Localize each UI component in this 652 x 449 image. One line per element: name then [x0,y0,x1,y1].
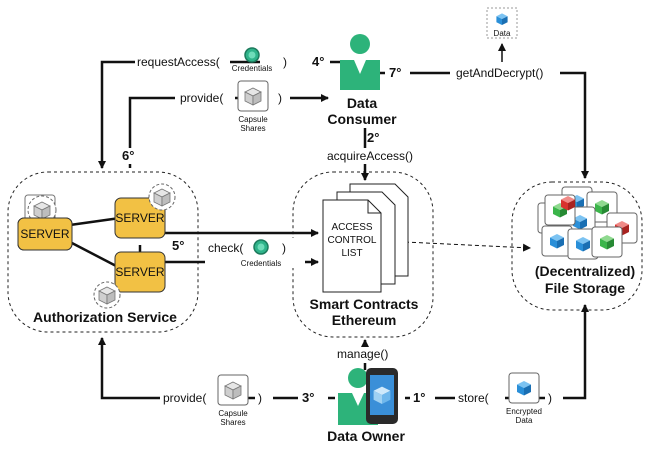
encrypted-data-label: Data [516,416,533,425]
storage-cubes [537,186,638,260]
step-1: 1° [413,390,425,405]
acl-line1: ACCESS [331,222,372,233]
server-bottom-label: SERVER [115,265,164,279]
check-close: ) [282,241,286,255]
data-consumer-label2: Consumer [327,111,397,127]
ethereum-label: Ethereum [332,312,397,328]
step-7: 7° [389,65,401,80]
get-and-decrypt-line [380,71,589,179]
step-3: 3° [302,390,314,405]
step-5: 5° [172,238,184,253]
server-left-label-front: SERVER [20,227,69,241]
file-storage-label1: (Decentralized) [535,263,635,279]
server-top-label: SERVER [115,211,164,225]
file-storage-label2: File Storage [545,280,625,296]
acl-line2: CONTROL [328,235,377,246]
data-icon-label: Data [494,29,511,38]
provide-top-close: ) [278,91,282,105]
credentials-label-top: Credentials [232,64,272,73]
encrypted-data-icon [508,372,540,404]
provide-bottom-label: provide( [163,391,206,405]
acl-line3: LIST [341,248,362,259]
step-6: 6° [122,148,134,163]
smart-contracts-container [292,171,434,338]
capsule-label-bottom: Capsule [218,409,248,418]
data-icon: Data [486,7,518,39]
provide-bottom-close: ) [258,391,262,405]
shares-label-bottom: Shares [220,418,245,427]
store-close: ) [548,391,552,405]
data-consumer-person-icon [340,34,380,90]
get-and-decrypt-label: getAndDecrypt() [456,66,543,80]
server-top: SERVER [114,183,176,239]
capsule-icon-top [237,80,269,112]
acquire-access-label: acquireAccess() [327,149,413,163]
capsule-icon-bottom [217,374,249,406]
store-line [405,304,589,400]
authorization-service-container [7,171,199,333]
manage-label: manage() [337,347,388,361]
smartphone-icon [366,368,398,424]
access-control-list: ACCESS CONTROL LIST [322,183,409,293]
data-owner-label: Data Owner [327,428,405,444]
check-label: check( [208,241,243,255]
request-access-close: ) [283,55,287,69]
provide-top-line [128,94,329,168]
encrypted-label: Encrypted [506,407,542,416]
server-bottom: SERVER [93,251,166,309]
data-consumer-label1: Data [347,95,378,111]
smart-contracts-label: Smart Contracts [310,296,419,312]
step-2: 2° [367,130,379,145]
credentials-label-check: Credentials [241,259,281,268]
file-storage-container [511,181,643,311]
capsule-label-top: Capsule [238,115,268,124]
authorization-service-label: Authorization Service [33,309,177,325]
request-access-label: requestAccess( [137,55,220,69]
step-4: 4° [312,54,324,69]
store-label: store( [458,391,489,405]
acl-to-storage-dashed [404,241,531,252]
provide-top-label: provide( [180,91,223,105]
shares-label-top: Shares [240,124,265,133]
